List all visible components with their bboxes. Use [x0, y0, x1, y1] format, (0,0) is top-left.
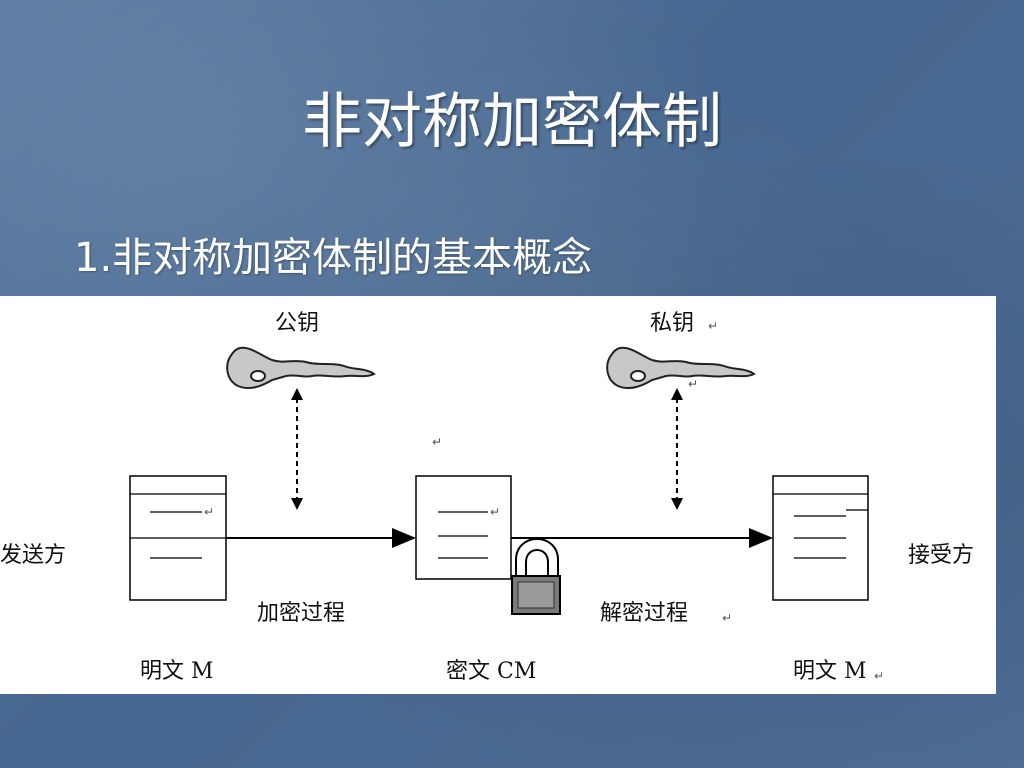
return-mark: ↵	[432, 435, 442, 449]
public-key-dashed-arrow	[291, 388, 303, 510]
plaintext-document-right	[772, 475, 869, 601]
receiver-label: 接受方	[908, 543, 974, 568]
plaintext-left-label: 明文 M	[140, 659, 214, 684]
return-mark: ↵	[722, 611, 732, 625]
private-key-label: 私钥	[650, 311, 694, 336]
public-key-icon	[226, 346, 376, 390]
return-mark: ↵	[490, 505, 500, 519]
slide-subtitle: 1.非对称加密体制的基本概念	[74, 235, 593, 281]
padlock-icon	[511, 538, 561, 615]
ciphertext-document	[415, 475, 512, 580]
slide-title: 非对称加密体制	[302, 87, 722, 157]
decrypt-process-label: 解密过程	[600, 601, 688, 626]
return-mark: ↵	[708, 319, 718, 333]
public-key-label: 公钥	[275, 311, 319, 336]
return-mark: ↵	[204, 505, 214, 519]
plaintext-right-label: 明文 M	[793, 659, 867, 684]
encryption-diagram: 公钥 私钥 ↵ ↵ ↵	[0, 311, 974, 684]
diagram-panel: 公钥 私钥 ↵ ↵ ↵	[0, 296, 996, 694]
return-mark: ↵	[688, 377, 698, 391]
encrypt-process-label: 加密过程	[257, 601, 345, 626]
ciphertext-label: 密文 CM	[446, 659, 536, 684]
return-mark: ↵	[874, 669, 884, 683]
private-key-icon	[606, 346, 756, 390]
plaintext-document-left	[129, 475, 227, 601]
private-key-dashed-arrow	[671, 388, 683, 510]
sender-label: 发送方	[0, 543, 66, 568]
